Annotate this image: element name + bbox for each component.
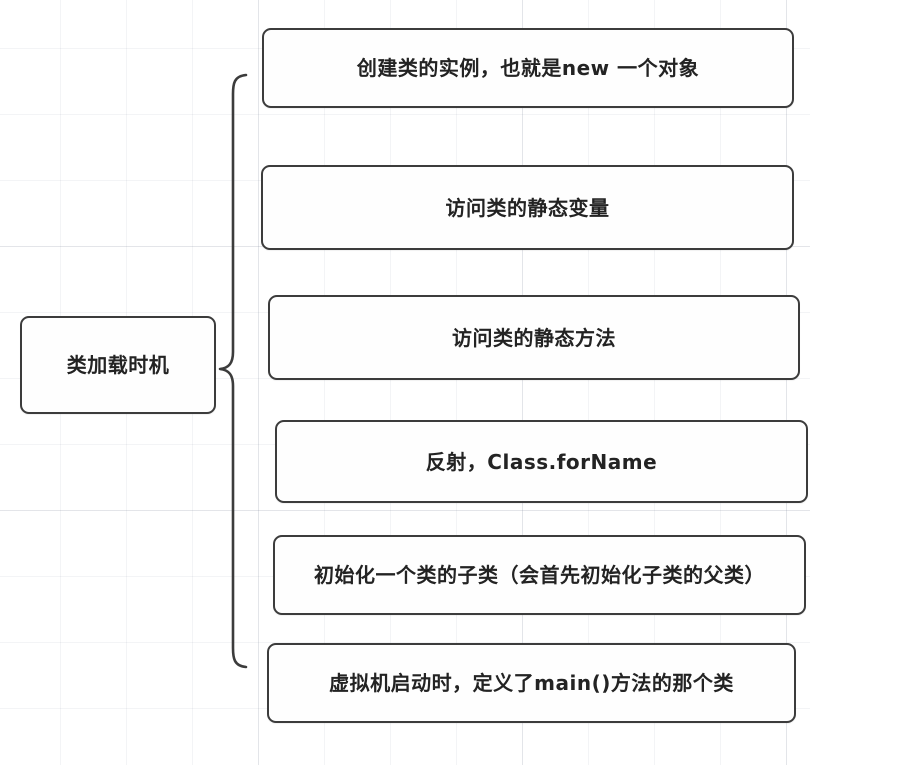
branch-node-5[interactable]: 初始化一个类的子类（会首先初始化子类的父类） (273, 535, 806, 615)
branch-node-2[interactable]: 访问类的静态变量 (261, 165, 794, 250)
branch-node-3-label: 访问类的静态方法 (452, 325, 616, 350)
branch-node-3[interactable]: 访问类的静态方法 (268, 295, 800, 380)
canvas-right-margin (810, 0, 924, 765)
branch-node-4-label: 反射，Class.forName (425, 449, 658, 474)
branch-node-1[interactable]: 创建类的实例，也就是new 一个对象 (262, 28, 794, 108)
root-node-label: 类加载时机 (66, 353, 170, 377)
branch-node-2-label: 访问类的静态变量 (445, 195, 610, 220)
root-node[interactable]: 类加载时机 (20, 316, 216, 414)
branch-node-1-label: 创建类的实例，也就是new 一个对象 (356, 56, 700, 80)
branch-node-4[interactable]: 反射，Class.forName (275, 420, 808, 503)
branch-node-6-label: 虚拟机启动时，定义了main()方法的那个类 (329, 671, 734, 695)
branch-node-5-label: 初始化一个类的子类（会首先初始化子类的父类） (314, 563, 765, 587)
branch-node-6[interactable]: 虚拟机启动时，定义了main()方法的那个类 (267, 643, 796, 723)
